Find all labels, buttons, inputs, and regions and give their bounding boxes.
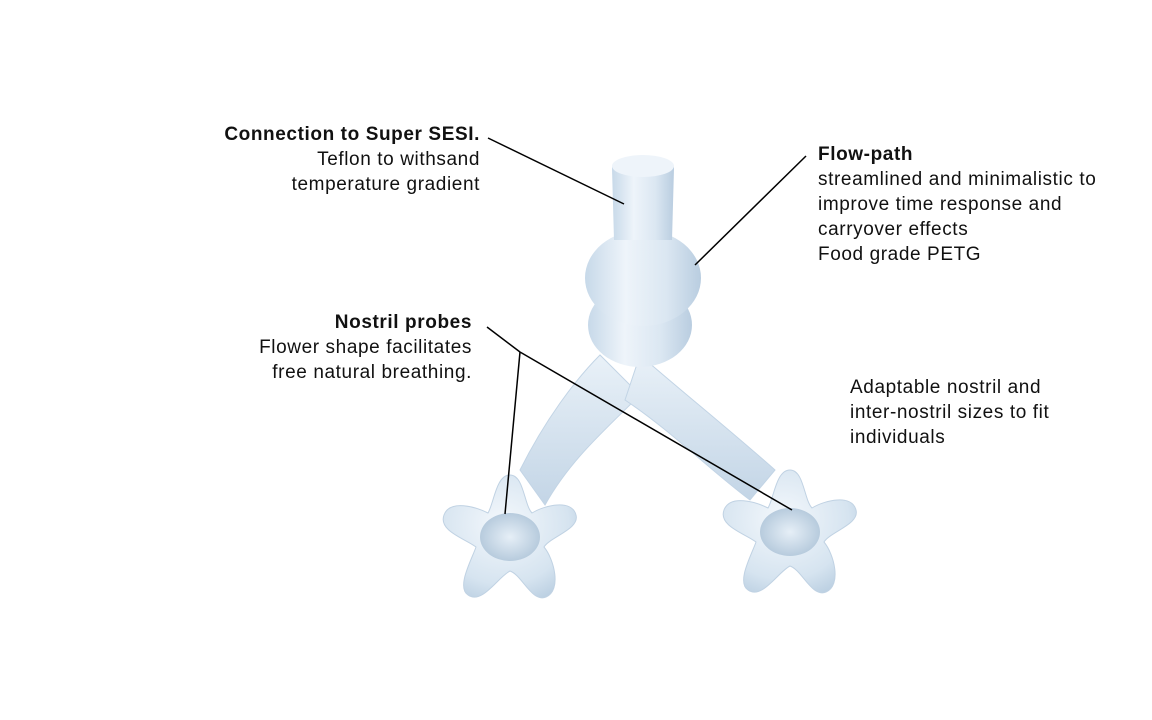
right-arm <box>624 354 776 501</box>
left-flower-probe <box>442 474 577 599</box>
leader-flowpath <box>694 155 807 266</box>
flow-path-line-3: carryover effects <box>818 219 969 240</box>
adaptable-line-1: Adaptable nostril and <box>850 377 1042 398</box>
nostril-probes-title: Nostril probes <box>334 312 472 333</box>
nostril-probes-line-2: free natural breathing. <box>272 362 472 383</box>
nostril-probes-line-1: Flower shape facilitates <box>259 337 472 358</box>
adaptable-line-2: inter-nostril sizes to fit <box>850 402 1050 423</box>
flow-path-line-4: Food grade PETG <box>818 244 982 265</box>
leader-nostril-top <box>486 326 521 353</box>
flow-path-title: Flow-path <box>818 144 914 165</box>
flow-path-line-2: improve time response and <box>818 194 1063 215</box>
connection-annotation: Connection to Super SESI. Teflon to with… <box>150 122 480 197</box>
flow-path-line-1: streamlined and minimalistic to <box>818 169 1097 190</box>
nostril-probes-annotation: Nostril probes Flower shape facilitates … <box>170 310 472 385</box>
right-flower-probe <box>722 469 857 594</box>
top-stem-cap <box>612 155 674 177</box>
adaptable-line-3: individuals <box>850 427 946 448</box>
top-stem <box>612 156 674 240</box>
leader-nostril-right <box>519 351 793 511</box>
flow-path-annotation: Flow-path streamlined and minimalistic t… <box>818 142 1148 267</box>
left-arm <box>519 354 641 506</box>
leader-nostril-left <box>504 351 521 515</box>
adaptable-annotation: Adaptable nostril and inter-nostril size… <box>850 375 1150 450</box>
leader-connection <box>487 137 625 205</box>
connection-title: Connection to Super SESI. <box>224 124 480 145</box>
connection-line-2: temperature gradient <box>291 174 480 195</box>
upper-bulb <box>585 230 701 326</box>
connection-line-1: Teflon to withsand <box>317 149 480 170</box>
